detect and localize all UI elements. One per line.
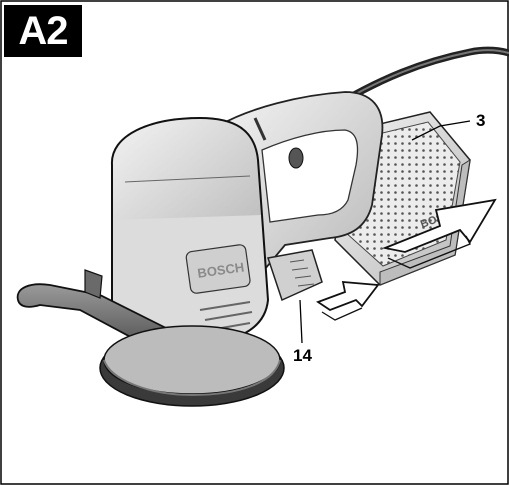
callout-14-leader (299, 299, 303, 344)
power-cord (341, 46, 509, 104)
motor-head: BOSCH (110, 116, 270, 347)
callout-14: 14 (293, 346, 312, 365)
callout-3: 3 (476, 111, 486, 130)
figure-label: A2 (4, 5, 82, 57)
callout-3-leader (411, 120, 471, 141)
dust-outlet (267, 249, 323, 302)
housing-brand: BOSCH (197, 259, 246, 280)
sanding-pad (99, 325, 285, 407)
insert-arrow-left (316, 281, 380, 312)
speed-dial-icon (288, 147, 304, 169)
